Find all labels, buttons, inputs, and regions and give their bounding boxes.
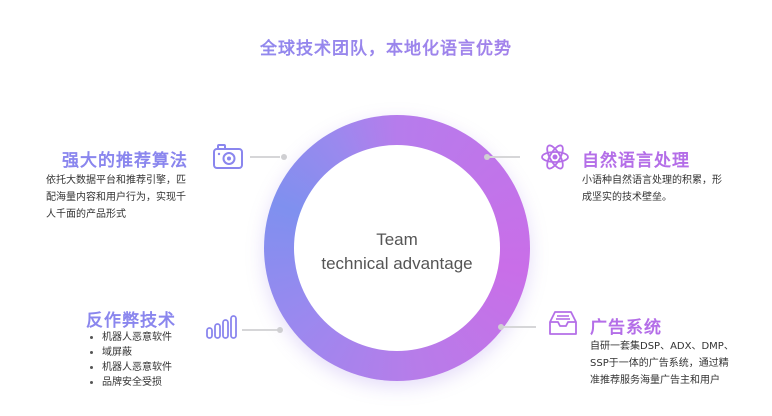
list-item: 域屏蔽 — [88, 345, 208, 360]
camera-icon — [211, 142, 245, 172]
ads-desc-line: 自研一套集DSP、ADX、DMP、 — [590, 341, 734, 352]
atom-icon — [538, 142, 572, 172]
algorithm-desc-line: 配海量内容和用户行为，实现千 — [46, 192, 186, 203]
algorithm-desc-line: 人千面的产品形式 — [46, 209, 126, 220]
nlp-desc: 小语种自然语言处理的积累，形 成坚实的技术壁垒。 — [582, 172, 752, 206]
bar-chart-icon — [204, 312, 238, 342]
nlp-desc-line: 小语种自然语言处理的积累，形 — [582, 175, 722, 186]
connector-ads — [502, 326, 536, 328]
page-title: 全球技术团队，本地化语言优势 — [0, 34, 772, 59]
connector-nlp — [488, 156, 520, 158]
algorithm-desc-line: 依托大数据平台和推荐引擎，匹 — [46, 175, 186, 186]
inbox-tray-icon — [546, 308, 580, 338]
ads-title: 广告系统 — [590, 318, 662, 338]
team-ring: Team technical advantage — [264, 115, 530, 381]
nlp-title: 自然语言处理 — [582, 151, 690, 171]
connector-dot-algorithm — [281, 154, 287, 160]
anticheat-bullets: 机器人恶意软件 域屏蔽 机器人恶意软件 品牌安全受损 — [88, 330, 208, 390]
center-line-2: technical advantage — [321, 254, 473, 273]
center-line-1: Team — [376, 230, 418, 249]
connector-algorithm — [250, 156, 280, 158]
algorithm-title: 强大的推荐算法 — [62, 151, 188, 171]
ads-desc-line: 准推荐服务海量广告主和用户 — [590, 375, 720, 386]
algorithm-desc: 依托大数据平台和推荐引擎，匹 配海量内容和用户行为，实现千 人千面的产品形式 — [46, 172, 206, 223]
list-item: 机器人恶意软件 — [88, 330, 208, 345]
ring-center: Team technical advantage — [294, 145, 500, 351]
nlp-desc-line: 成坚实的技术壁垒。 — [582, 192, 672, 203]
connector-dot-ads — [498, 324, 504, 330]
ads-desc-line: SSP于一体的广告系统，通过精 — [590, 358, 729, 369]
connector-dot-anticheat — [277, 327, 283, 333]
connector-dot-nlp — [484, 154, 490, 160]
ads-desc: 自研一套集DSP、ADX、DMP、 SSP于一体的广告系统，通过精 准推荐服务海… — [590, 338, 765, 389]
anticheat-title: 反作弊技术 — [86, 311, 176, 331]
connector-anticheat — [242, 329, 278, 331]
list-item: 机器人恶意软件 — [88, 360, 208, 375]
list-item: 品牌安全受损 — [88, 375, 208, 390]
